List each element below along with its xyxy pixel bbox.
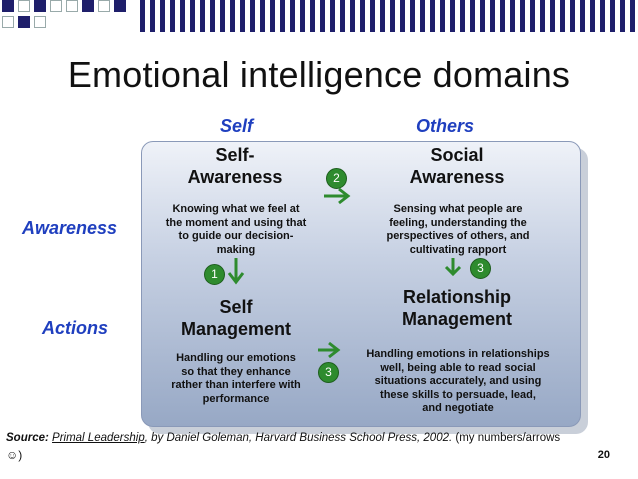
- badge-right-bottom: 3: [318, 362, 339, 383]
- decor-square: [82, 0, 94, 12]
- source-label: Source:: [6, 432, 49, 444]
- smiley-text: ☺): [6, 448, 23, 462]
- book-title: Primal Leadership: [52, 432, 145, 444]
- social-awareness-desc-line: feeling, understanding the: [389, 216, 527, 229]
- self-management-desc-line: rather than interfere with: [171, 379, 301, 391]
- self-awareness-description: Knowing what we feel at the moment and u…: [146, 203, 326, 257]
- arrow-right-top-icon: [324, 187, 351, 205]
- source-details: , by Daniel Goleman, Harvard Business Sc…: [144, 432, 453, 444]
- badge-right-top: 2: [326, 168, 347, 189]
- social-awareness-desc-line: Sensing what people are: [393, 203, 523, 215]
- self-management-title: Self Management: [150, 296, 322, 340]
- badge-down-right: 3: [470, 258, 491, 279]
- column-header-self: Self: [220, 116, 254, 136]
- arrow-right-bottom-icon: [318, 341, 341, 359]
- relationship-management-desc-line: these skills to persuade, lead,: [380, 388, 536, 401]
- self-awareness-desc-line: the moment and using that: [165, 216, 307, 229]
- self-awareness-title: Self- Awareness: [150, 144, 320, 188]
- self-awareness-desc-line: to guide our decision-: [178, 230, 294, 242]
- arrow-down-right-icon: [444, 258, 462, 277]
- self-management-title-line2: Management: [180, 319, 292, 339]
- self-management-desc-line: Handling our emotions: [176, 352, 296, 364]
- self-awareness-desc-line: Knowing what we feel at: [172, 203, 300, 215]
- relationship-management-desc-line: situations accurately, and using: [374, 375, 542, 387]
- top-decoration: [0, 0, 638, 36]
- slide-title: Emotional intelligence domains: [67, 54, 571, 95]
- self-management-desc-line: so that they enhance: [181, 365, 291, 378]
- relationship-management-title: Relationship Management: [368, 286, 546, 330]
- self-awareness-title-line2: Awareness: [187, 167, 283, 187]
- social-awareness-title: Social Awareness: [372, 144, 542, 188]
- relationship-management-desc-line: well, being able to read social: [380, 361, 536, 374]
- decor-square: [34, 16, 46, 28]
- badge-down-left: 1: [204, 264, 225, 285]
- source-citation: Source: Primal Leadership, by Daniel Gol…: [6, 430, 606, 447]
- relationship-management-desc-line: Handling emotions in relationships: [366, 348, 550, 360]
- social-awareness-title-line1: Social: [430, 145, 484, 165]
- social-awareness-description: Sensing what people are feeling, underst…: [358, 203, 558, 257]
- decor-square: [18, 0, 30, 12]
- self-awareness-title-line1: Self-: [215, 145, 255, 165]
- relationship-management-title-line2: Management: [401, 309, 513, 329]
- decor-square: [98, 0, 110, 12]
- source-note: (my numbers/arrows: [452, 432, 561, 444]
- self-management-title-line1: Self: [219, 297, 253, 317]
- self-awareness-desc-line: making: [216, 243, 256, 256]
- decor-stripe-bar: [140, 0, 638, 32]
- social-awareness-desc-line: perspectives of others, and: [386, 230, 530, 242]
- social-awareness-desc-line: cultivating rapport: [409, 243, 507, 256]
- decor-square: [18, 16, 30, 28]
- relationship-management-title-line1: Relationship: [402, 287, 511, 307]
- row-header-awareness: Awareness: [22, 218, 118, 238]
- decor-square: [50, 0, 62, 12]
- relationship-management-description: Handling emotions in relationships well,…: [348, 348, 568, 416]
- column-header-others: Others: [416, 116, 475, 136]
- arrow-down-left-icon: [227, 258, 245, 285]
- self-management-description: Handling our emotions so that they enhan…: [150, 352, 322, 406]
- page-number: 20: [597, 449, 610, 461]
- row-header-actions: Actions: [42, 318, 109, 338]
- decor-square: [114, 0, 126, 12]
- social-awareness-title-line2: Awareness: [409, 167, 505, 187]
- decor-square: [2, 16, 14, 28]
- decor-square: [34, 0, 46, 12]
- relationship-management-desc-line: and negotiate: [422, 402, 494, 414]
- self-management-desc-line: performance: [202, 392, 270, 405]
- decor-square: [2, 0, 14, 12]
- decor-square: [66, 0, 78, 12]
